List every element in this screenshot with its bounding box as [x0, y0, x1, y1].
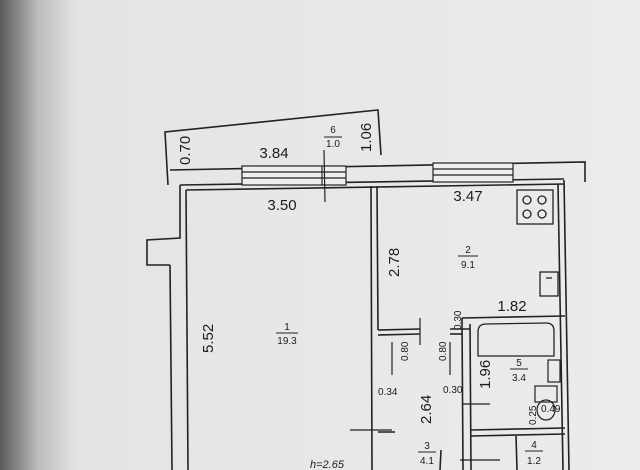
room-area-2: 9.1	[461, 260, 475, 271]
ceiling-height: h=2.65	[310, 459, 345, 470]
dim-bath-width: 1.82	[497, 298, 526, 315]
dim-room1-length: 5.52	[200, 324, 217, 353]
room-number-1: 1	[284, 322, 290, 333]
dim-bath-length: 1.96	[477, 360, 494, 389]
room-number-4: 4	[531, 440, 537, 451]
room-area-5: 3.4	[512, 373, 526, 384]
stove-icon	[516, 189, 554, 225]
room-number-6: 6	[330, 125, 336, 136]
dim-kitchen-width: 3.47	[453, 188, 482, 205]
balcony-labels: 6 1.0 3.84 0.70 1.06	[177, 123, 375, 165]
dim-wc-a: 0.25	[528, 405, 539, 425]
dim-wall-b: 0.30	[443, 385, 463, 396]
dim-wc-b: 0.49	[541, 404, 561, 415]
balcony-outline	[164, 109, 382, 186]
window-room1	[241, 165, 347, 186]
balcony-depth-right: 1.06	[358, 123, 375, 152]
sink-icon	[539, 271, 559, 297]
dim-door-a: 0.80	[400, 341, 411, 361]
dimension-labels: 3.50 5.52 3.47 2.78 1.82 1.96 2.64 0.80 …	[200, 188, 561, 470]
dim-door-b: 0.80	[438, 341, 449, 361]
balcony-length: 3.84	[259, 145, 288, 162]
room-area-1: 19.3	[277, 336, 297, 347]
dim-kitchen-depth: 2.78	[386, 248, 403, 277]
room-number-3: 3	[424, 441, 430, 452]
room-number-5: 5	[516, 358, 522, 369]
room-area-4: 1.2	[527, 456, 541, 467]
toilet-icon	[534, 385, 558, 421]
dim-wall-a: 0.34	[378, 387, 398, 398]
balcony-depth-left: 0.70	[177, 136, 194, 165]
bathtub-icon	[477, 322, 555, 357]
windows	[241, 162, 514, 186]
walls	[146, 109, 586, 470]
dim-wall-c: 0.30	[453, 310, 464, 330]
room-area-3: 4.1	[420, 456, 434, 467]
room-number-2: 2	[465, 245, 471, 256]
dim-room1-width: 3.50	[267, 197, 296, 214]
room-labels: 1 19.3 2 9.1 3 4.1 4 1.2 5 3.4	[276, 245, 543, 467]
room-area-6: 1.0	[326, 139, 340, 150]
door-marks	[350, 318, 500, 461]
window-room2	[432, 162, 514, 183]
washbasin-icon	[547, 359, 561, 383]
dim-hall-length: 2.64	[418, 395, 435, 424]
